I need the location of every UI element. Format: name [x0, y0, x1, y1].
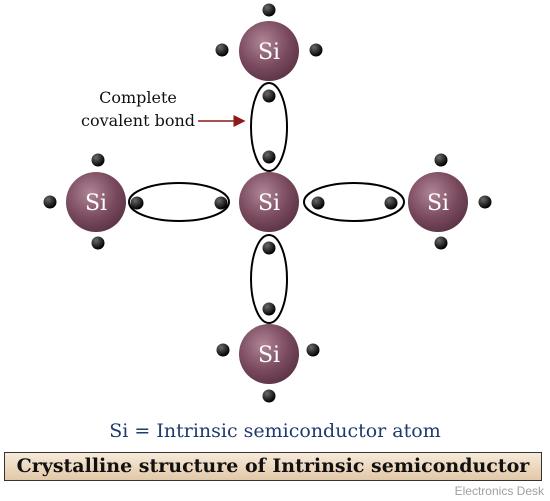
legend-text: Si = Intrinsic semiconductor atom [109, 420, 441, 442]
electron [262, 3, 276, 17]
electron [216, 343, 230, 357]
caption-banner: Crystalline structure of Intrinsic semic… [4, 452, 542, 481]
electron [306, 343, 320, 357]
atom-top: Si [239, 21, 299, 81]
callout-line-2: covalent bond [81, 111, 195, 130]
crystal-structure-diagram: Si Si Si Si Si [43, 3, 492, 403]
electron [434, 236, 448, 250]
electron [91, 153, 105, 167]
covalent-bond-right [303, 182, 405, 222]
electron [309, 43, 323, 57]
electron [384, 196, 398, 210]
electron [262, 89, 276, 103]
electron [311, 196, 325, 210]
atom-label: Si [258, 191, 280, 216]
electron [130, 196, 144, 210]
covalent-bond-left [128, 182, 230, 222]
atom-right: Si [408, 172, 468, 232]
electron [91, 236, 105, 250]
watermark: Electronics Desk [454, 484, 544, 498]
electron [262, 302, 276, 316]
atom-label: Si [258, 343, 280, 368]
covalent-bond-bottom [250, 234, 288, 324]
electron [214, 196, 228, 210]
covalent-bond-top [250, 82, 288, 172]
atom-label: Si [427, 191, 449, 216]
electron [215, 43, 229, 57]
atom-label: Si [85, 191, 107, 216]
electron [434, 153, 448, 167]
electron [262, 241, 276, 255]
atom-center: Si [239, 172, 299, 232]
atom-bottom: Si [239, 324, 299, 384]
electron [262, 150, 276, 164]
callout-line-1: Complete [99, 88, 177, 107]
electron [478, 195, 492, 209]
electron [43, 195, 57, 209]
atom-label: Si [258, 40, 280, 65]
atom-left: Si [66, 172, 126, 232]
electrons [43, 3, 492, 403]
electron [262, 389, 276, 403]
